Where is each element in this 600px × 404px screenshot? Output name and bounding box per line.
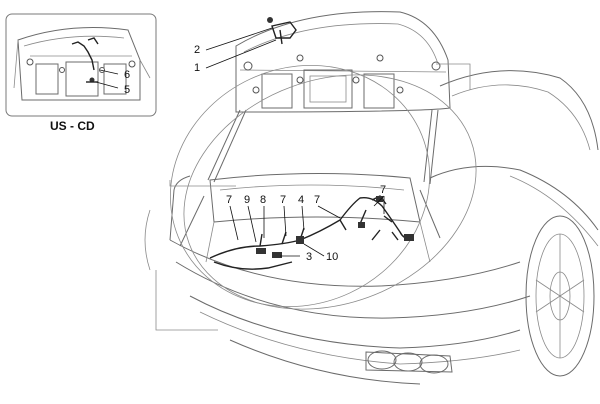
callout-7-right: 7 bbox=[314, 194, 320, 206]
car-body bbox=[144, 70, 599, 385]
inset-panel bbox=[5, 13, 157, 117]
wiring-harness bbox=[209, 195, 414, 270]
trunk-cavity bbox=[179, 172, 441, 263]
inset-callout-6: 6 bbox=[124, 69, 130, 81]
highlight-ellipses bbox=[155, 63, 477, 331]
callout-7-center: 7 bbox=[280, 194, 286, 206]
leader-lines bbox=[205, 27, 385, 257]
callout-4: 4 bbox=[298, 194, 304, 206]
callout-10: 10 bbox=[326, 251, 338, 263]
callout-9: 9 bbox=[244, 194, 250, 206]
inset-title: US - CD bbox=[50, 119, 95, 133]
callout-3: 3 bbox=[306, 251, 312, 263]
callout-7-far-right: 7 bbox=[380, 184, 386, 196]
trunk-lid bbox=[207, 11, 451, 185]
callout-1: 1 bbox=[194, 62, 200, 74]
callout-8: 8 bbox=[260, 194, 266, 206]
callout-7-left: 7 bbox=[226, 194, 232, 206]
callout-2: 2 bbox=[194, 44, 200, 56]
inset-callout-5: 5 bbox=[124, 84, 130, 96]
